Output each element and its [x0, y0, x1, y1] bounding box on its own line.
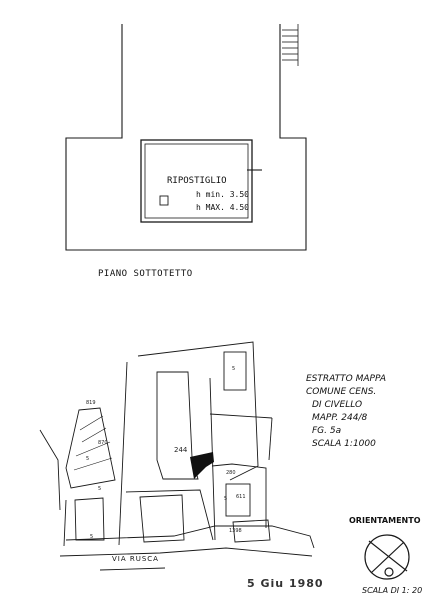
date-stamp: 5 Giu 1980 [247, 577, 324, 590]
extract-line-3: DI CIVELLO [312, 400, 363, 410]
level-label: PIANO SOTTOTETTO [98, 269, 193, 279]
parcel-label: 5 [232, 366, 236, 372]
parcel-label: 5 [224, 496, 228, 502]
extract-line-5: FG. 5a [312, 426, 342, 436]
extract-line-1: ESTRATTO MAPPA [306, 374, 387, 384]
extract-line-4: MAPP. 244/8 [312, 413, 368, 423]
floor-plan-outline [65, 24, 307, 251]
parcel-label: 870 [98, 440, 108, 446]
cadastral-map [39, 341, 315, 571]
parcel-label: 244 [174, 446, 188, 454]
street-name: VIA RUSCA [112, 555, 159, 563]
parcel-label: 819 [86, 400, 96, 406]
parcel-label: 5 [90, 534, 94, 540]
parcel-label: 5 [86, 456, 90, 462]
room-height-min: h min. 3.50 [196, 190, 249, 199]
extract-line-6: SCALA 1:1000 [312, 439, 376, 449]
scale-label: SCALA DI 1: 20 [362, 586, 423, 595]
target-parcel [190, 452, 214, 479]
room-height-max: h MAX. 4.50 [196, 203, 249, 212]
north-arrow-icon [364, 534, 410, 580]
room-name: RIPOSTIGLIO [167, 176, 227, 186]
parcel-label: 5 [98, 486, 102, 492]
extract-line-2: COMUNE CENS. [306, 387, 377, 397]
parcel-label: 280 [226, 470, 236, 476]
parcel-label: 1398 [229, 528, 242, 534]
orientation-label: ORIENTAMENTO [349, 516, 421, 525]
parcel-label: 611 [236, 494, 246, 500]
extract-block: ESTRATTO MAPPA COMUNE CENS. DI CIVELLO M… [306, 375, 424, 449]
